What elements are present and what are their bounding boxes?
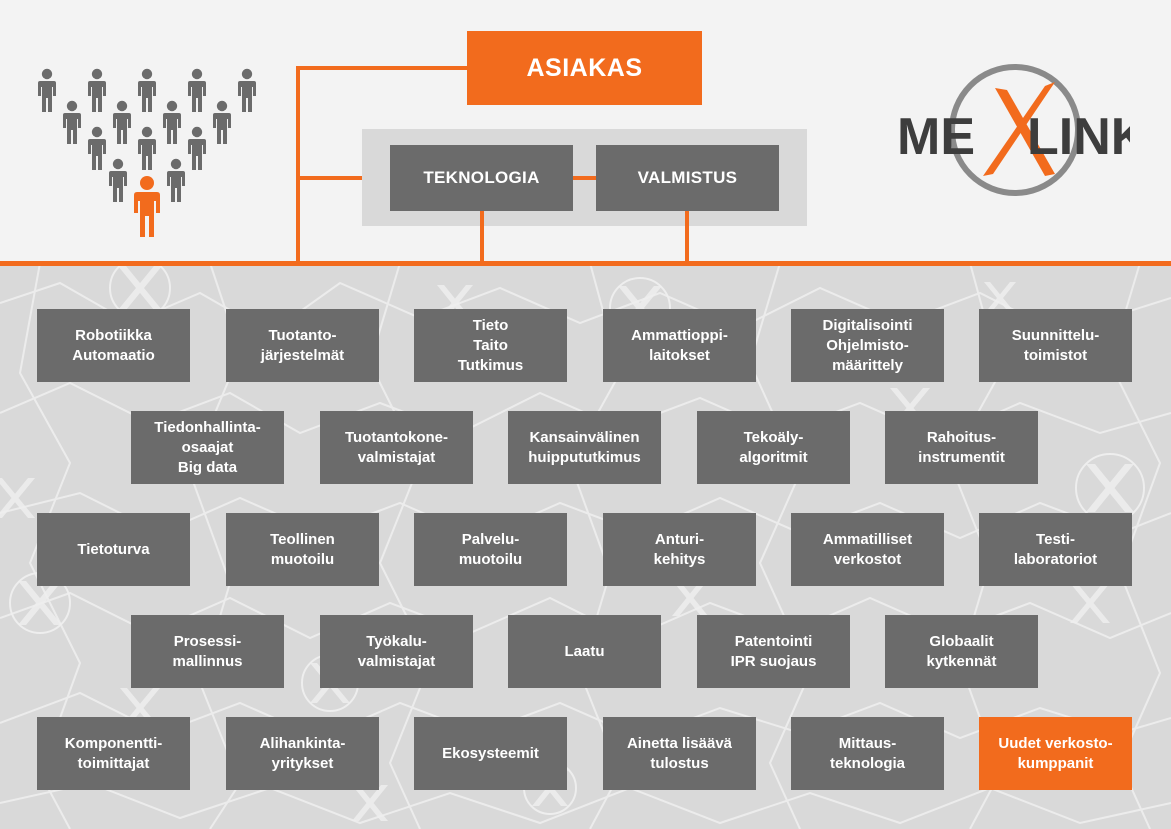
connector-to-customer [296,66,467,70]
network-box-knowledge-research: Tieto Taito Tutkimus [414,309,567,382]
network-box-ecosystems: Ekosysteemit [414,717,567,790]
network-box-data-management: Tiedonhallinta- osaajat Big data [131,411,284,484]
mexlink-logo: ME LINK [897,64,1130,196]
logo-text-left: ME [897,108,975,166]
network-box-component-suppliers: Komponentti- toimittajat [37,717,190,790]
network-box-service-design: Palvelu- muotoilu [414,513,567,586]
header-area: ASIAKAS TEKNOLOGIA VALMISTUS ME LINK [0,0,1171,263]
network-box-additive-manufacturing: Ainetta lisäävä tulostus [603,717,756,790]
network-box-funding-instruments: Rahoitus- instrumentit [885,411,1038,484]
divider-line [0,261,1171,266]
network-box-tool-manufacturers: Työkalu- valmistajat [320,615,473,688]
network-box-test-laboratories: Testi- laboratoriot [979,513,1132,586]
network-box-production-systems: Tuotanto- järjestelmät [226,309,379,382]
network-box-machine-manufacturers: Tuotantokone- valmistajat [320,411,473,484]
network-box-digitalization: Digitalisointi Ohjelmisto- määrittely [791,309,944,382]
network-box-patenting: Patentointi IPR suojaus [697,615,850,688]
network-box-quality: Laatu [508,615,661,688]
network-box-information-security: Tietoturva [37,513,190,586]
network-box-professional-networks: Ammatilliset verkostot [791,513,944,586]
network-box-global-connections: Globaalit kytkennät [885,615,1038,688]
network-box-subcontractors: Alihankinta- yritykset [226,717,379,790]
network-box-design-offices: Suunnittelu- toimistot [979,309,1132,382]
connector-tech-manufacturing [573,176,596,180]
network-box-vocational-schools: Ammattioppi- laitokset [603,309,756,382]
network-box-sensor-development: Anturi- kehitys [603,513,756,586]
customer-group-icon [38,68,256,237]
manufacturing-box: VALMISTUS [596,145,779,211]
network-box-international-research: Kansainvälinen huippututkimus [508,411,661,484]
network-box-measurement-technology: Mittaus- teknologia [791,717,944,790]
connector-manufacturing-down [685,211,689,263]
logo-text-right: LINK [1027,108,1130,166]
network-box-industrial-design: Teollinen muotoilu [226,513,379,586]
network-box-process-modeling: Prosessi- mallinnus [131,615,284,688]
network-box-ai-algorithms: Tekoäly- algoritmit [697,411,850,484]
customer-box: ASIAKAS [467,31,702,105]
network-box-robotics: Robotiikka Automaatio [37,309,190,382]
network-box-new-partners: Uudet verkosto- kumppanit [979,717,1132,790]
technology-box: TEKNOLOGIA [390,145,573,211]
connector-vertical [296,66,300,263]
network-area: Robotiikka Automaatio Tuotanto- järjeste… [0,263,1171,829]
connector-to-technology [296,176,390,180]
connector-technology-down [480,211,484,263]
